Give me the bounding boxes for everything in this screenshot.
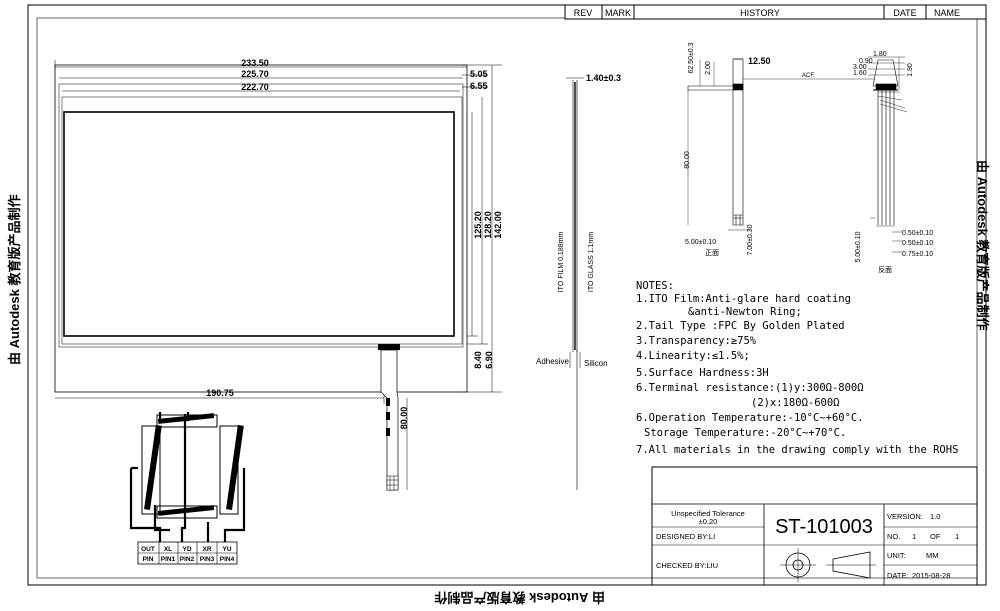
tolerance-value: ±0.20	[699, 517, 718, 526]
pitch-dim-2: 0.50±0.10	[902, 240, 933, 247]
front-view	[54, 60, 502, 404]
side-left-dim: 5.00±0.10	[855, 231, 862, 262]
dim-5-05: 5.05	[470, 69, 488, 79]
tolerance-label: Unspecified Tolerance	[671, 509, 745, 518]
note-line-5: 4.Linearity:≤1.5%;	[636, 350, 750, 362]
watermark-right: 由 Autodesk 教育版产品制作	[975, 160, 990, 330]
fpc-length: 80.00	[684, 151, 691, 169]
inner-border	[36, 17, 978, 579]
name-header: NAME	[934, 8, 960, 18]
dim-233-50: 233.50	[241, 58, 269, 68]
rev-header: REV	[574, 8, 593, 18]
dim-225-70: 225.70	[241, 69, 269, 79]
pin-frame	[141, 414, 239, 519]
pin-label: PIN	[143, 556, 154, 563]
note-line-11: 7.All materials in the drawing comply wi…	[636, 444, 958, 456]
date-value: 2015-08-28	[912, 571, 950, 580]
of-value: 1	[955, 532, 959, 541]
dim-222-70: 222.70	[241, 82, 269, 92]
adhesive-label: Adhesive	[536, 357, 569, 366]
fpc-top-width: 12.50	[748, 56, 771, 66]
pin-out: OUT	[141, 546, 155, 553]
fpc-side-detail	[868, 56, 908, 253]
unit-value: MM	[926, 551, 939, 560]
date-header: DATE	[893, 8, 916, 18]
side-dim-0-90: 0.90	[859, 58, 873, 65]
pin-layout-bars	[144, 413, 244, 516]
revision-table: REV MARK HISTORY DATE NAME	[564, 4, 987, 20]
of-label: OF	[930, 532, 941, 541]
outer-border	[27, 4, 987, 586]
side-dim-3-00: 3.00	[853, 64, 867, 71]
note-line-8: (2)x:180Ω-600Ω	[751, 397, 840, 409]
pin-3: PIN3	[200, 556, 215, 563]
pin-layout-diagram	[129, 412, 246, 542]
dim-142-00: 142.00	[493, 211, 503, 239]
side-right-dim: 1.90	[907, 63, 914, 77]
notes-block: NOTES: 1.ITO Film:Anti-glare hard coatin…	[636, 280, 958, 456]
note-line-3: 2.Tail Type :FPC By Golden Plated	[636, 320, 845, 332]
pitch-dim-1: 0.50±0.10	[902, 230, 933, 237]
silicon-label: Silicon	[584, 359, 608, 368]
watermark-left: 由 Autodesk 教育版产品制作	[7, 195, 22, 365]
no-label: NO.	[887, 532, 900, 541]
ito-film-label: ITO FILM 0.188mm	[558, 232, 565, 293]
acf-label: ACF	[802, 73, 814, 79]
note-line-10: Storage Temperature:-20°C~+70°C.	[644, 427, 846, 439]
pin-4: PIN4	[220, 556, 235, 563]
fpc-left-bottom: 5.00±0.10	[685, 239, 716, 246]
pitch-dim-3: 0.75±0.10	[902, 251, 933, 258]
version-label: VERSION:	[887, 512, 923, 521]
ito-glass-label: ITO GLASS 1.1mm	[588, 232, 595, 292]
title-block	[651, 466, 978, 586]
note-line-7: 6.Terminal resistance:(1)y:300Ω-800Ω	[636, 382, 864, 394]
dim-6-90: 6.90	[484, 351, 494, 369]
mark-header: MARK	[605, 8, 631, 18]
pin-1: PIN1	[161, 556, 176, 563]
thickness-dim: 1.40±0.3	[586, 73, 621, 83]
note-line-1: 1.ITO Film:Anti-glare hard coating	[636, 293, 851, 305]
version-value: 1.0	[930, 512, 940, 521]
pin-2: PIN2	[180, 556, 195, 563]
part-number: ST-101003	[775, 516, 873, 538]
dim-8-40: 8.40	[473, 351, 483, 369]
checked-by: CHECKED BY:LIU	[656, 561, 718, 570]
history-header: HISTORY	[740, 8, 780, 18]
dim-6-55: 6.55	[470, 81, 488, 91]
no-value: 1	[912, 532, 916, 541]
side-dim-1-60: 1.60	[853, 70, 867, 77]
dim-125-20: 125.20	[473, 211, 483, 239]
pin-xl: XL	[164, 546, 172, 553]
note-line-2: &anti-Newton Ring;	[688, 306, 802, 318]
fpc-label-back: 反面	[878, 265, 892, 274]
fpc-label-front: 正面	[705, 249, 719, 257]
unit-label: UNIT:	[887, 551, 906, 560]
fpc-front-detail	[687, 58, 875, 231]
note-line-4: 3.Transparency:≥75%	[636, 335, 757, 347]
pin-yu: YU	[222, 546, 231, 553]
front-fpc-tail	[378, 344, 408, 491]
dim-190-75: 190.75	[206, 388, 234, 398]
notes-title: NOTES:	[636, 280, 674, 292]
watermark-bottom: 由 Autodesk 教育版产品制作	[435, 590, 605, 605]
dim-80-00-tail: 80.00	[399, 407, 409, 430]
section-view	[566, 77, 584, 490]
date-label: DATE:	[887, 571, 909, 580]
pin-yd: YD	[182, 546, 191, 553]
fpc-vert-dim-b: 2.00	[705, 61, 712, 75]
side-dim-1-80: 1.80	[873, 51, 887, 58]
designed-by: DESIGNED BY:LI	[656, 532, 715, 541]
fpc-vert-dim-a: 62.50±0.3	[688, 42, 695, 73]
note-line-9: 6.Operation Temperature:-10°C~+60°C.	[636, 412, 864, 424]
pin-xr: XR	[202, 546, 211, 553]
pin-table	[137, 541, 238, 565]
fpc-bottom-dim: 7.00±0.30	[747, 224, 754, 255]
note-line-6: 5.Surface Hardness:3H	[636, 367, 769, 379]
dim-128-20: 128.20	[483, 211, 493, 239]
